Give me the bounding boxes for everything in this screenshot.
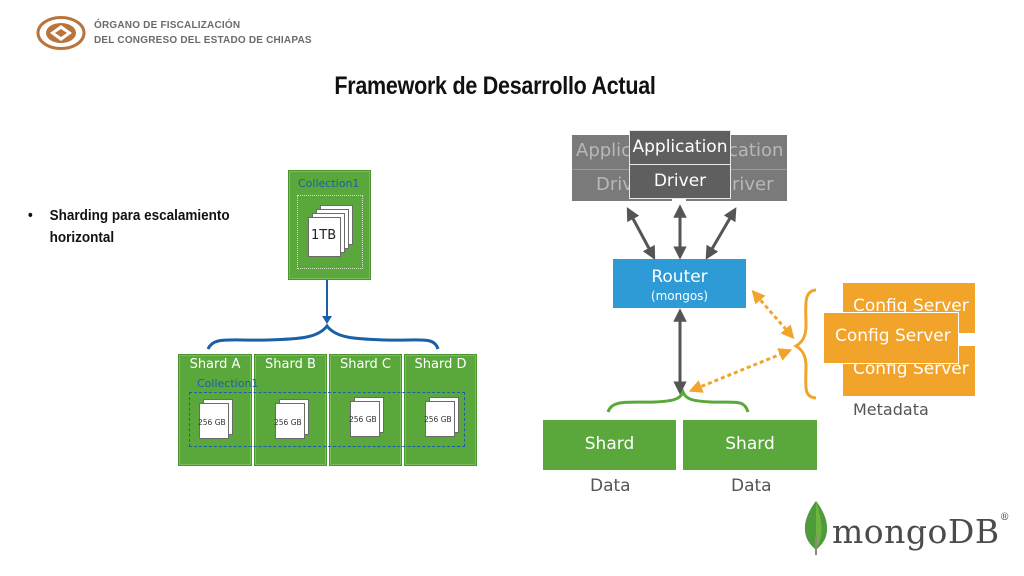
router-box: Router (mongos) (613, 259, 746, 308)
shards-brace (206, 323, 440, 350)
router-sublabel: (mongos) (650, 289, 709, 303)
mongodb-logo-word: mongoDB (832, 512, 1000, 551)
application-back-left-label: Applic (576, 140, 632, 161)
mongodb-leaf-icon (800, 500, 832, 556)
shard-a-label: Shard A (189, 357, 241, 372)
shard-box-1: Shard (543, 420, 676, 470)
shard-d-size: 256 GB (424, 415, 452, 424)
shard-c-size: 256 GB (349, 415, 377, 424)
document-page (275, 403, 305, 439)
document-page (308, 217, 341, 257)
driver-back-right-label: river (732, 174, 774, 195)
shard-c-box: Shard C 256 GB (329, 354, 402, 466)
collection-size: 1TB (311, 228, 337, 243)
bullet-text: Sharding para escalamiento horizontal (49, 207, 230, 246)
shards-green-brace (606, 387, 750, 413)
mongodb-logo-text: mongoDB® (832, 512, 1010, 551)
metadata-label: Metadata (853, 400, 929, 419)
organization-name-line1: ÓRGANO DE FISCALIZACIÓN (94, 20, 241, 31)
collection-bottom-label: Collection1 (197, 377, 259, 390)
slide-title: Framework de Desarrollo Actual (334, 72, 656, 100)
config-server-label: Config Server (853, 359, 969, 379)
router-label: Router (651, 267, 708, 287)
shard-b-box: Shard B 256 GB (254, 354, 327, 466)
arrow-shards-config (688, 348, 793, 393)
collection-dashed-frame (189, 392, 465, 447)
collection-top-frame (297, 195, 363, 269)
arrow-app-right-router (705, 207, 737, 260)
shard-b-label: Shard B (265, 357, 316, 372)
collection-top-label: Collection1 (298, 177, 360, 190)
collection-top-box: Collection1 1TB (288, 170, 371, 280)
shard-c-label: Shard C (339, 357, 392, 372)
driver-box: Driver (629, 164, 731, 199)
shard-box-2: Shard (683, 420, 817, 470)
registered-mark: ® (999, 512, 1011, 523)
organization-logo (36, 16, 86, 50)
bullet-symbol: • (28, 207, 33, 224)
document-page (199, 403, 229, 439)
application-back-right-label: lication (718, 140, 784, 161)
organization-name-line2: DEL CONGRESO DEL ESTADO DE CHIAPAS (94, 35, 312, 46)
document-page (425, 401, 455, 437)
divider (686, 169, 787, 170)
shard-b-size: 256 GB (274, 418, 302, 427)
config-server-label: Config Server (835, 326, 951, 346)
config-server-label: Config Server (853, 296, 969, 316)
shard-a-size: 256 GB (198, 418, 226, 427)
shard-2-data-label: Data (731, 476, 772, 496)
arrow-app-left-router (626, 207, 656, 260)
shard-a-box: Shard A 256 GB (178, 354, 252, 466)
shard-1-data-label: Data (590, 476, 631, 496)
collection-arrowhead (322, 316, 332, 324)
arrow-router-config (751, 289, 795, 340)
config-server-front: Config Server (824, 313, 958, 363)
config-orange-brace (793, 288, 817, 400)
shard-d-label: Shard D (414, 357, 467, 372)
divider (572, 169, 672, 170)
document-page (350, 401, 380, 437)
